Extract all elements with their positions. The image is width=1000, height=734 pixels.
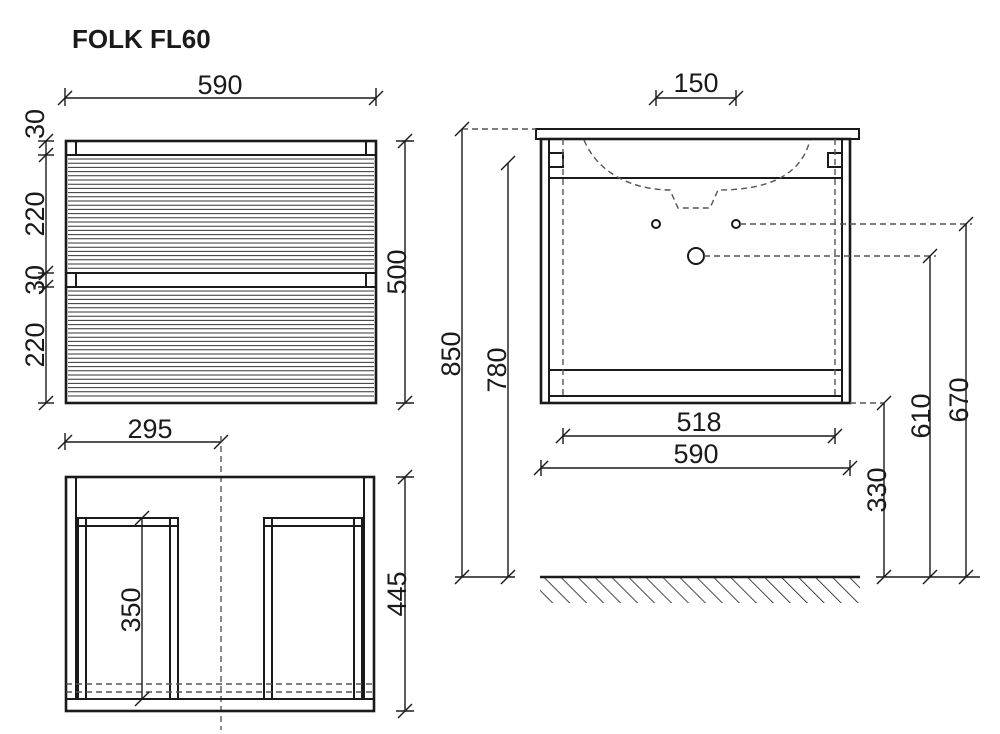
tap-hole-right [731, 219, 741, 229]
front-width-label: 590 [197, 70, 242, 100]
front-height-label: 500 [382, 249, 412, 294]
inner-width-label: 518 [676, 407, 721, 437]
cabinet-top-height-label: 780 [482, 347, 512, 392]
tap-offset-label: 150 [673, 68, 718, 98]
top-depth-label: 445 [382, 571, 412, 616]
installation-view: 150 850 780 [436, 68, 980, 603]
front-view: 590 500 30 220 [20, 70, 414, 411]
top-view: 295 350 445 [57, 414, 414, 730]
front-drawer-1-label: 220 [20, 191, 50, 236]
drain-hole [687, 247, 705, 265]
top-inner-depth-label: 350 [116, 587, 146, 632]
page-title: FOLK FL60 [72, 24, 211, 54]
front-gap-1-label: 30 [20, 109, 50, 139]
total-height-label: 850 [436, 331, 466, 376]
cabinet-bottom-height-label: 330 [862, 467, 892, 512]
cabinet-body [539, 137, 852, 405]
top-half-width-label: 295 [127, 414, 172, 444]
outer-width-label: 590 [673, 439, 718, 469]
drain-height-label: 610 [906, 393, 936, 438]
drawer-1-grooves [68, 158, 374, 269]
tap-hole-left [651, 219, 661, 229]
front-drawer-2-label: 220 [20, 322, 50, 367]
water-height-label: 670 [944, 377, 974, 422]
countertop [535, 128, 860, 140]
front-gap-2-label: 30 [20, 265, 50, 295]
cabinet-top [64, 475, 376, 713]
drawer-2-grooves [68, 290, 374, 397]
floor-hatch [540, 575, 860, 603]
